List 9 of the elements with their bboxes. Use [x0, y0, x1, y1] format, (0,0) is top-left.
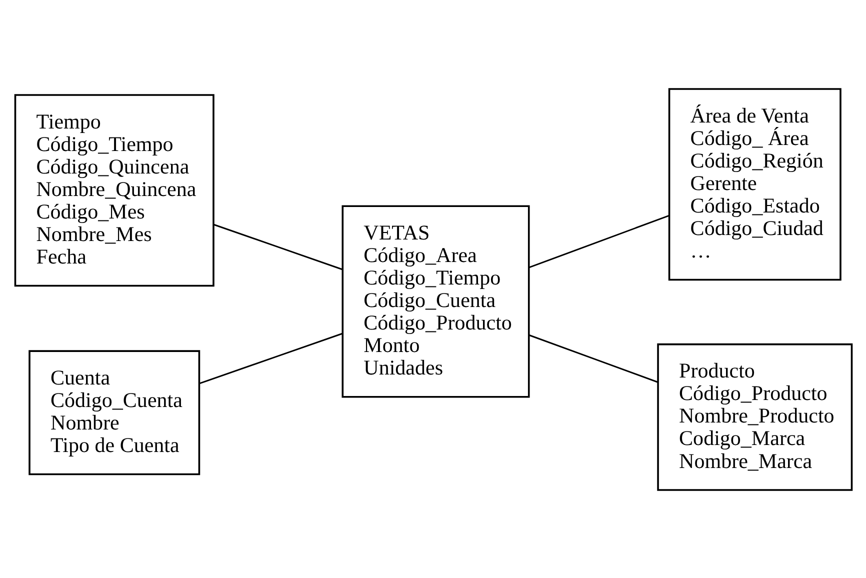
connector [198, 332, 342, 384]
connector [528, 214, 669, 268]
node-box: VETAS Código_Area Código_Tiempo Código_Cuenta Código_Producto Monto Unidades [341, 204, 530, 398]
node-box: Cuenta Código_Cuenta Nombre Tipo de Cuenta [28, 350, 200, 475]
connector [528, 334, 658, 382]
node-box: Tiempo Código_Tiempo Código_Quincena Nombre_Quincena Código_Mes Nombre_Mes Fecha [14, 94, 214, 286]
node-box: Área de Venta Código_ Área Código_Región Gerente Código_Estado Código_Ciudad … [668, 88, 841, 280]
node-box: Producto Código_Producto Nombre_Producto Codigo_Marca Nombre_Marca [656, 342, 852, 490]
connector [212, 223, 342, 270]
